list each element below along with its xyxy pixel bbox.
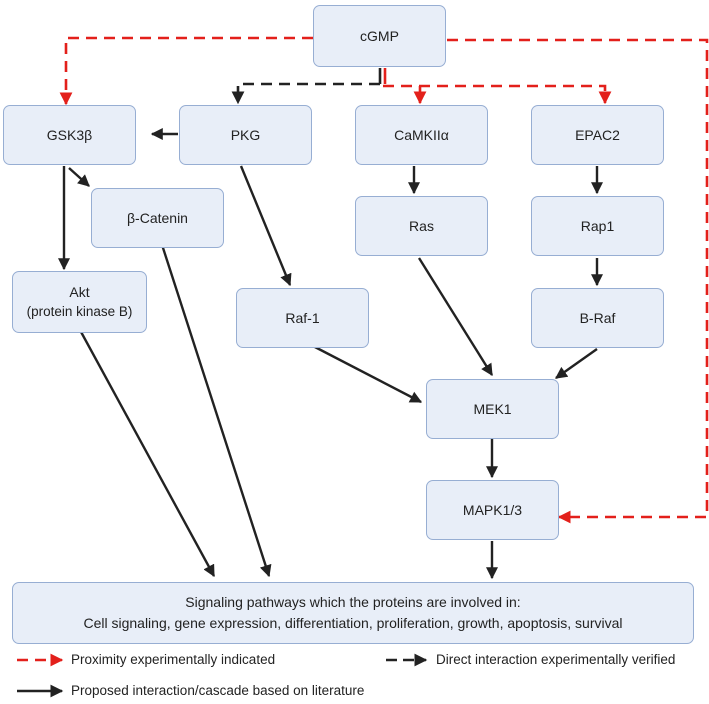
node-gsk3b: GSK3β [3,105,136,165]
legend-proximity-label: Proximity experimentally indicated [71,652,276,667]
legend-proposed-label: Proposed interaction/cascade based on li… [71,683,365,698]
node-epac2: EPAC2 [531,105,664,165]
node-camkii: CaMKIIα [355,105,488,165]
node-ras: Ras [355,196,488,256]
node-mapk: MAPK1/3 [426,480,559,540]
arrow-akt-to-outcome [66,307,216,578]
node-akt: Akt (protein kinase B) [12,271,147,333]
node-pkg-label: PKG [230,126,261,143]
arrow-gsk3b-to-bcatenin [68,167,90,187]
node-cgmp-label: cGMP [360,27,399,44]
node-cgmp: cGMP [313,5,446,67]
node-mapk-label: MAPK1/3 [462,501,523,518]
node-outcome: Signaling pathways which the proteins ar… [12,582,694,644]
node-raf1: Raf-1 [236,288,369,348]
node-mek1: MEK1 [426,379,559,439]
node-ras-label: Ras [409,217,434,234]
node-mek1-label: MEK1 [473,400,512,417]
node-gsk3b-label: GSK3β [46,126,93,143]
arrow-pkg-to-raf1 [239,165,292,287]
node-akt-label-line2: (protein kinase B) [26,304,133,319]
node-braf-label: B-Raf [579,309,616,326]
arrow-cgmp-to-gsk3b [59,36,313,106]
arrow-bcatenin-to-outcome [152,219,272,578]
node-braf: B-Raf [531,288,664,348]
outcome-line1: Signaling pathways which the proteins ar… [185,594,521,610]
arrow-braf-to-mek1 [555,348,598,379]
arrow-cgmp-to-pkg [231,82,380,105]
node-raf1-label: Raf-1 [285,309,320,326]
node-rap1-label: Rap1 [580,217,615,234]
outcome-line2: Cell signaling, gene expression, differe… [83,615,623,631]
arrow-ras-to-mek1 [417,257,494,377]
node-akt-label-line1: Akt [69,284,90,300]
node-epac2-label: EPAC2 [575,126,620,143]
node-camkii-label: CaMKIIα [394,126,449,143]
arrow-cgmp-to-mapk [447,38,709,524]
arrow-raf1-to-mek1 [312,344,423,404]
node-bcatenin: β-Catenin [91,188,224,248]
arrow-cgmp-to-epac2 [383,84,612,105]
legend-direct-label: Direct interaction experimentally verifi… [436,652,676,667]
node-bcatenin-label: β-Catenin [127,209,188,226]
node-rap1: Rap1 [531,196,664,256]
node-pkg: PKG [179,105,312,165]
